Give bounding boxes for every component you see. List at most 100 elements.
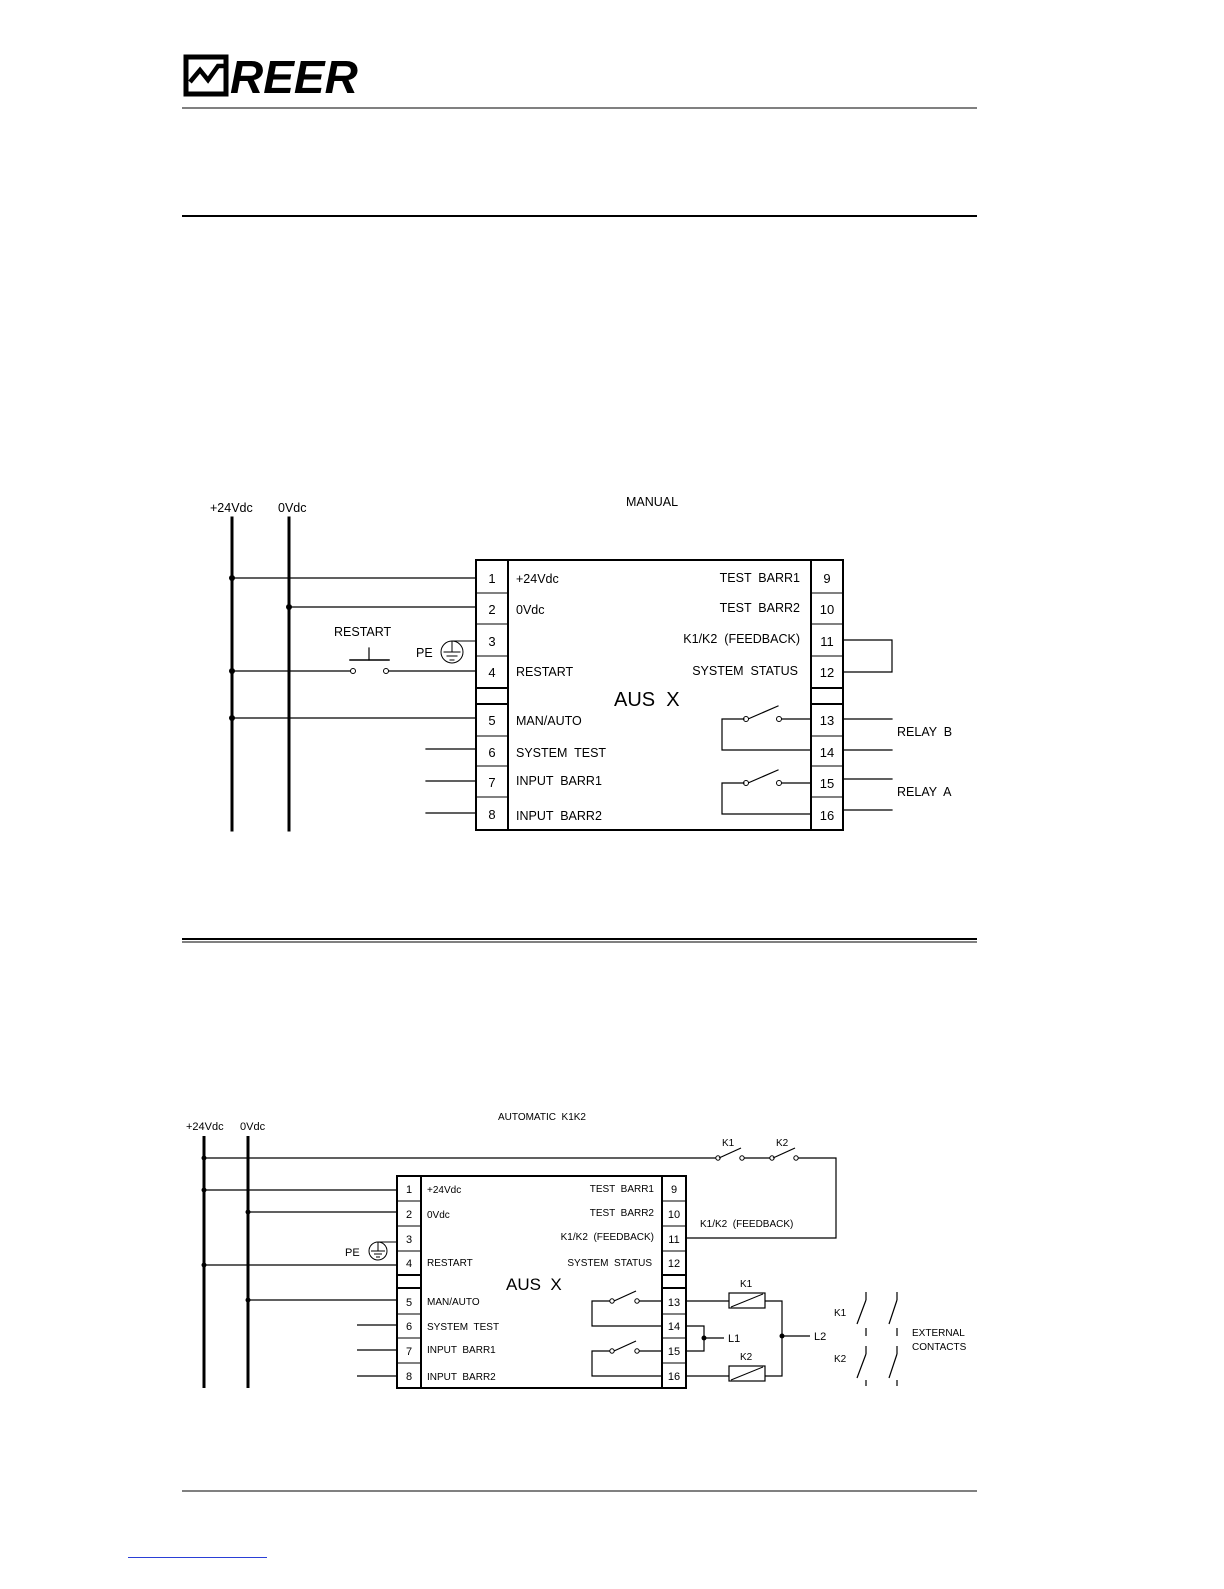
external-label-line1: EXTERNAL — [912, 1328, 965, 1339]
restart-label: RESTART — [334, 625, 392, 639]
terminal-num: 13 — [820, 713, 834, 728]
terminal-num: 2 — [488, 602, 495, 617]
module-box — [475, 559, 844, 831]
terminal-label: 0Vdc — [427, 1210, 450, 1221]
ground-icon — [440, 640, 477, 664]
terminal-num: 10 — [668, 1209, 680, 1221]
terminal-label: TEST BARR2 — [590, 1208, 655, 1219]
terminal-num: 3 — [406, 1234, 412, 1246]
terminal-label: RESTART — [427, 1258, 473, 1269]
terminal-num: 5 — [488, 713, 495, 728]
terminal-num: 14 — [820, 745, 834, 760]
terminal-num: 1 — [488, 571, 495, 586]
terminal-num: 4 — [488, 665, 495, 680]
logo-text: REER — [230, 51, 358, 103]
ext-k1-label: K1 — [834, 1308, 847, 1319]
terminal-num: 10 — [820, 602, 834, 617]
terminal-num: 8 — [406, 1371, 412, 1383]
terminal-num: 14 — [668, 1321, 680, 1333]
coil-k2-label: K2 — [740, 1352, 753, 1363]
l2-label: L2 — [814, 1331, 826, 1343]
terminal-num: 15 — [820, 776, 834, 791]
terminal-label: INPUT BARR1 — [516, 774, 602, 788]
terminal-label: SYSTEM TEST — [427, 1322, 499, 1333]
terminal-num: 11 — [820, 634, 834, 649]
restart-button-icon — [349, 647, 390, 674]
coil-k1-icon — [728, 1292, 766, 1309]
feedback-k2-label: K2 — [776, 1138, 789, 1149]
relay-b-label: RELAY B — [897, 725, 952, 739]
terminal-label: MAN/AUTO — [516, 714, 582, 728]
module-box — [396, 1175, 687, 1389]
terminal-label: INPUT BARR1 — [427, 1345, 496, 1356]
ext-k2-label: K2 — [834, 1354, 847, 1365]
rail-neg-label: 0Vdc — [240, 1121, 266, 1133]
feedback-k1-label: K1 — [722, 1138, 735, 1149]
terminal-num: 16 — [668, 1371, 680, 1383]
pe-label: PE — [345, 1247, 360, 1259]
terminal-num: 16 — [820, 808, 834, 823]
terminal-label: SYSTEM TEST — [516, 746, 606, 760]
terminal-num: 15 — [668, 1346, 680, 1358]
terminal-label: MAN/AUTO — [427, 1297, 480, 1308]
terminal-label: TEST BARR2 — [720, 601, 800, 615]
footer-link-underline[interactable] — [128, 1557, 267, 1558]
relay-contact-icon — [591, 1340, 662, 1377]
terminal-label: INPUT BARR2 — [427, 1372, 496, 1383]
rail-pos-label: +24Vdc — [210, 501, 253, 515]
terminal-label: TEST BARR1 — [590, 1184, 655, 1195]
relay-a-contact-icon — [721, 769, 812, 815]
reer-logo: REER — [183, 51, 358, 103]
l1-label: L1 — [728, 1333, 740, 1345]
module-label: AUS X — [614, 689, 680, 711]
terminal-num: 6 — [406, 1321, 412, 1333]
terminal-label: +24Vdc — [427, 1185, 461, 1196]
module-label: AUS X — [506, 1275, 562, 1294]
terminal-num: 1 — [406, 1184, 412, 1196]
terminal-label: SYSTEM STATUS — [567, 1258, 652, 1269]
pe-label: PE — [416, 646, 433, 660]
terminal-label: +24Vdc — [516, 572, 559, 586]
rail-neg-label: 0Vdc — [278, 501, 307, 515]
terminal-num: 9 — [823, 571, 830, 586]
terminal-num: 11 — [668, 1234, 679, 1246]
terminal-num: 13 — [668, 1297, 680, 1309]
relay-b-contact-icon — [721, 705, 812, 751]
terminal-num: 9 — [671, 1184, 677, 1196]
logo-mark-icon — [183, 54, 229, 97]
diagram-manual-title: MANUAL — [626, 495, 678, 509]
terminal-label: SYSTEM STATUS — [692, 664, 798, 678]
terminal-label: K1/K2 (FEEDBACK) — [683, 632, 800, 646]
terminal-label: 0Vdc — [516, 603, 545, 617]
terminal-num: 4 — [406, 1258, 412, 1270]
terminal-num: 7 — [488, 775, 495, 790]
terminal-num: 7 — [406, 1346, 412, 1358]
feedback-k1-contact-icon — [715, 1147, 745, 1161]
coil-k1-label: K1 — [740, 1279, 753, 1290]
terminal-label: K1/K2 (FEEDBACK) — [561, 1232, 654, 1243]
terminal-num: 12 — [668, 1258, 680, 1270]
external-contacts-icon — [856, 1292, 898, 1386]
external-label-line2: CONTACTS — [912, 1342, 967, 1353]
terminal-num: 12 — [820, 665, 834, 680]
relay-contact-icon — [591, 1290, 662, 1327]
feedback-wire — [686, 1157, 837, 1239]
relay-a-label: RELAY A — [897, 785, 952, 799]
terminal-num: 6 — [488, 745, 495, 760]
coil-k2-icon — [728, 1365, 766, 1382]
terminal-label: TEST BARR1 — [720, 571, 800, 585]
terminal-num: 3 — [488, 634, 495, 649]
ground-icon — [368, 1241, 397, 1261]
feedback-k2-contact-icon — [769, 1147, 799, 1161]
rail-pos-label: +24Vdc — [186, 1121, 224, 1133]
terminal-num: 8 — [488, 807, 495, 822]
feedback-jumper — [842, 639, 893, 673]
terminal-label: INPUT BARR2 — [516, 809, 602, 823]
feedback-wire-label: K1/K2 (FEEDBACK) — [700, 1219, 793, 1230]
diagram-automatic: AUTOMATIC K1K2 +24Vdc 0Vdc 1 2 3 4 5 6 7 — [186, 1112, 967, 1389]
terminal-num: 5 — [406, 1297, 412, 1309]
terminal-num: 2 — [406, 1209, 412, 1221]
diagram-manual: MANUAL +24Vdc 0Vdc 1 2 3 4 5 6 7 8 — [210, 495, 952, 832]
